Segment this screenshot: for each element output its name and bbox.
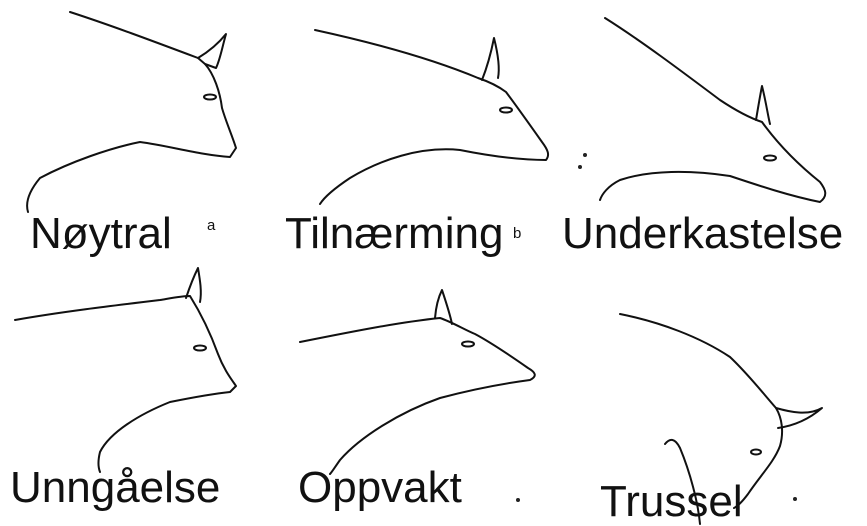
label-avoidance: Unngåelse [10,466,220,510]
panel-letter-a: a [207,218,215,233]
label-neutral: Nøytral [30,212,172,256]
panel-submission: Underkastelse [570,0,867,260]
speck [516,498,520,502]
label-threat: Trussel [600,480,743,524]
panel-threat: Trussel [570,262,867,524]
label-submission: Underkastelse [562,212,843,256]
speck [578,165,582,169]
panel-alert: Oppvakt [280,262,570,524]
panel-approach: Tilnærming b [280,0,570,260]
label-alert: Oppvakt [298,466,462,510]
label-approach: Tilnærming [285,212,503,256]
speck [583,153,587,157]
panel-avoidance: Unngåelse [0,262,280,524]
panel-letter-b: b [513,226,521,241]
speck [793,497,797,501]
panel-neutral: Nøytral a [0,0,280,260]
